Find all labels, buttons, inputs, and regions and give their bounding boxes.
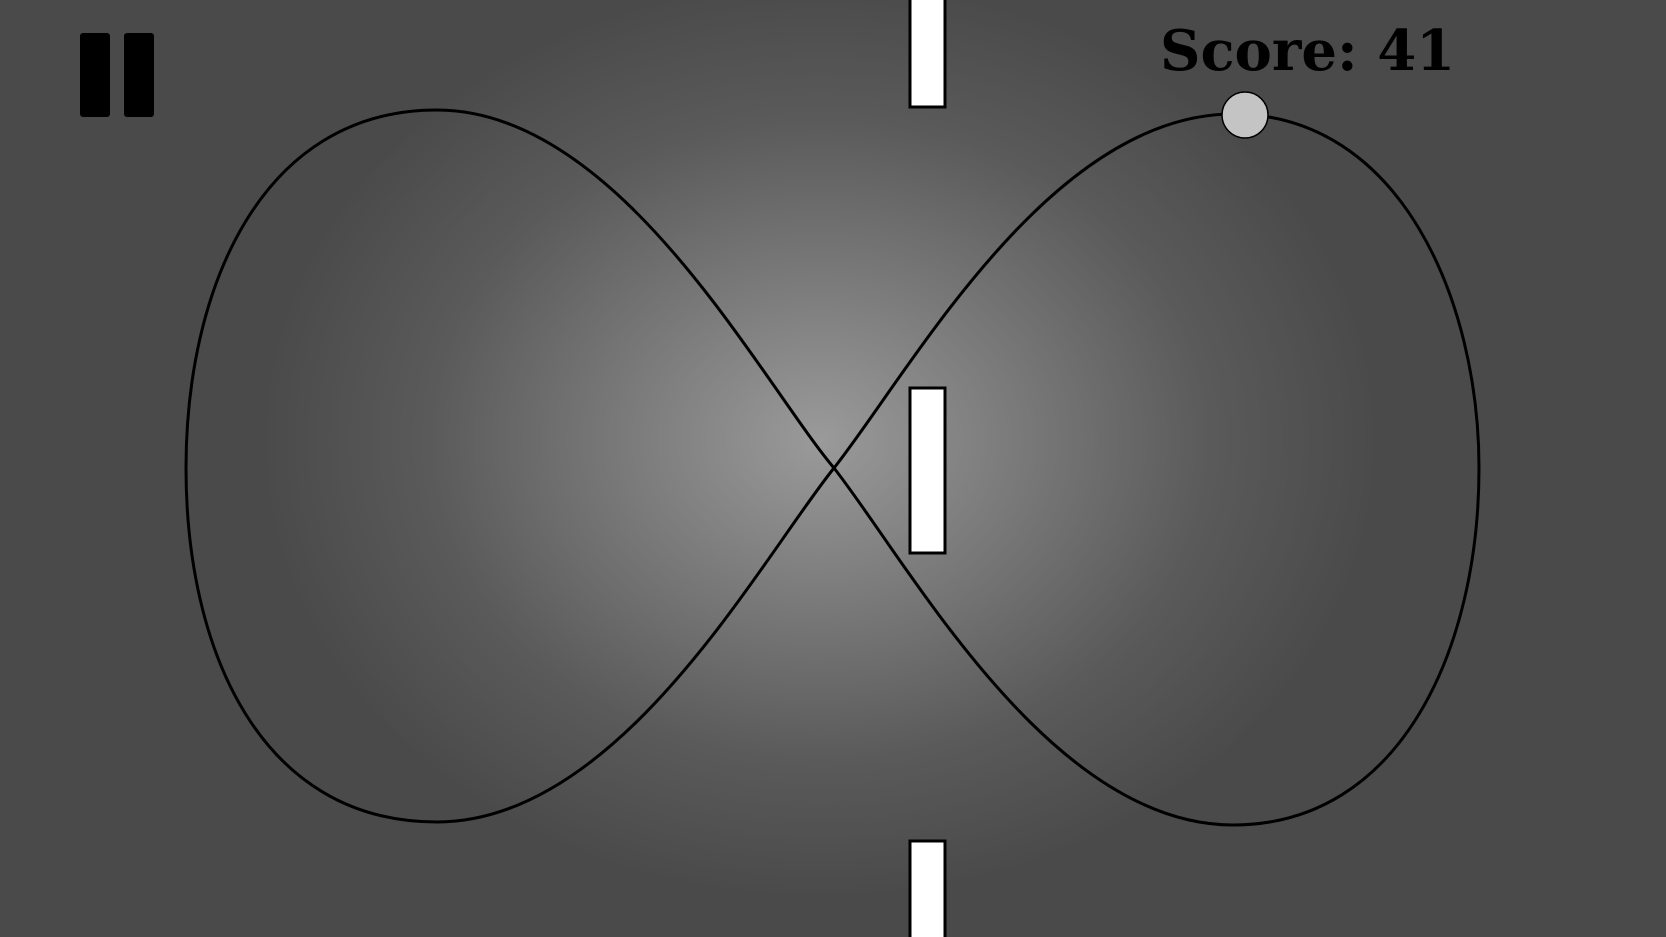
- pause-bar-right: [124, 33, 154, 117]
- bottom-barrier: [908, 839, 947, 937]
- pause-button[interactable]: [80, 33, 154, 117]
- score-label: Score:: [1160, 18, 1358, 84]
- score-display: Score: 41: [1160, 18, 1455, 84]
- ball: [1221, 91, 1269, 139]
- pause-bar-left: [80, 33, 110, 117]
- top-barrier: [908, 0, 947, 109]
- infinity-track: [184, 108, 1481, 827]
- score-value: 41: [1377, 18, 1456, 84]
- center-paddle[interactable]: [908, 386, 947, 555]
